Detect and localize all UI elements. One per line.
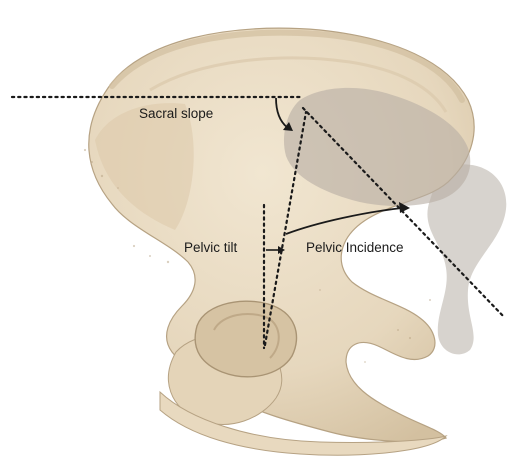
pelvic-incidence-label: Pelvic Incidence (306, 240, 404, 255)
obturator-foramen (195, 301, 296, 377)
pelvic-tilt-label: Pelvic tilt (184, 240, 237, 255)
iliac-fossa-shading (95, 103, 194, 230)
sacral-slope-label: Sacral slope (139, 106, 213, 121)
